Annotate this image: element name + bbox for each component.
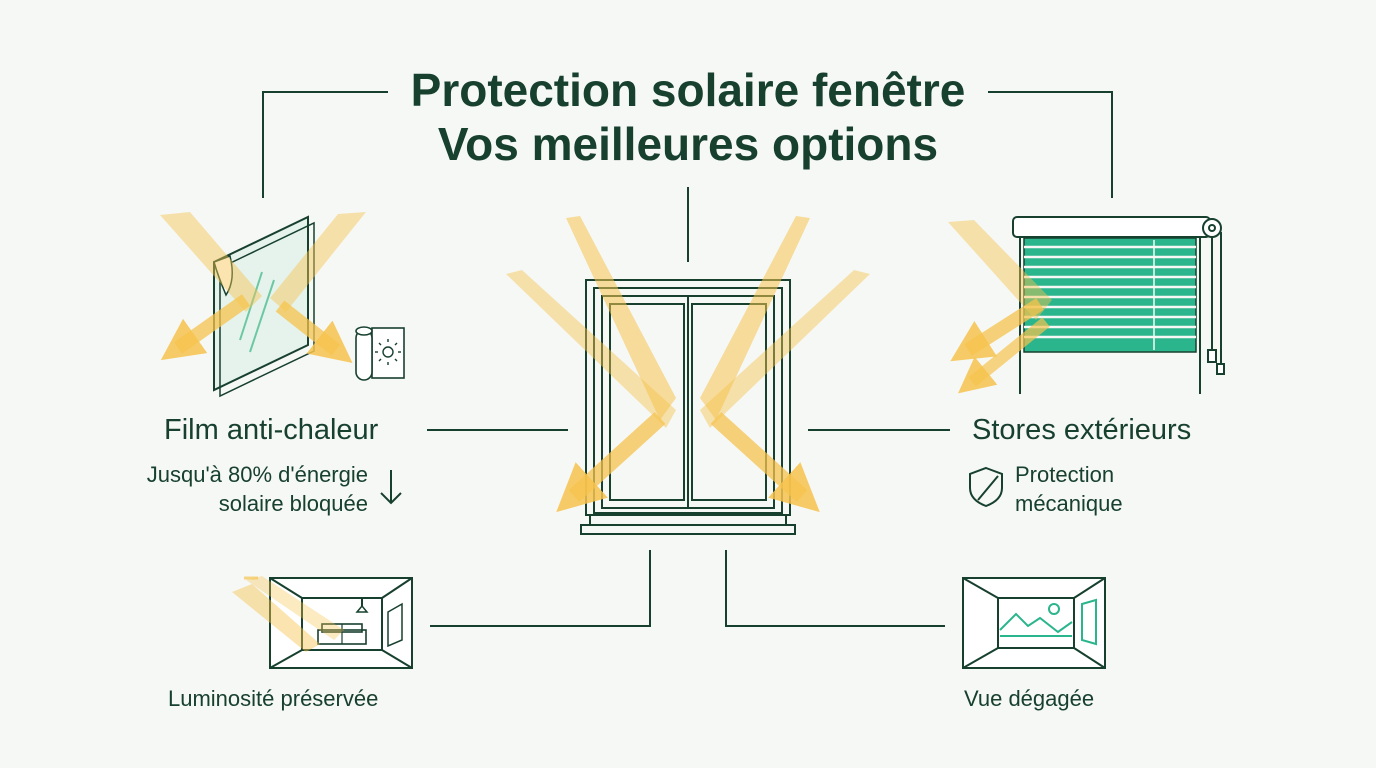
film-roll-icon xyxy=(355,326,405,381)
connector-lines xyxy=(262,91,1113,627)
film-detail-line-2: solaire bloquée xyxy=(218,491,368,516)
vue-label: Vue dégagée xyxy=(964,686,1095,711)
arrow-down-icon xyxy=(380,470,402,505)
sun-icon xyxy=(375,339,401,365)
stores-label: Stores extérieurs xyxy=(972,414,1192,446)
shield-icon xyxy=(969,466,1003,508)
stores-detail-line-2: mécanique xyxy=(1015,491,1123,516)
connector-title-right xyxy=(988,91,1113,198)
living-room-icon xyxy=(269,577,413,669)
page-title-line-1: Protection solaire fenêtre xyxy=(410,64,966,116)
luminosite-label: Luminosité préservée xyxy=(168,686,379,711)
connector-vue xyxy=(725,550,945,627)
film-detail-line-1: Jusqu'à 80% d'énergie xyxy=(146,462,368,487)
stores-sun-rays xyxy=(948,220,1052,394)
page-title-line-2: Vos meilleures options xyxy=(437,118,939,170)
window-sun-rays xyxy=(506,216,870,513)
film-sun-rays xyxy=(160,212,366,363)
roller-shutter-icon xyxy=(1012,216,1225,394)
landscape-view-icon xyxy=(962,577,1106,669)
connector-title-left xyxy=(262,91,388,198)
living-room-light-rays xyxy=(232,576,344,652)
film-label: Film anti-chaleur xyxy=(164,414,379,446)
connector-luminosite xyxy=(430,550,651,627)
window-icon xyxy=(580,279,796,535)
stores-detail-line-1: Protection xyxy=(1015,462,1115,487)
